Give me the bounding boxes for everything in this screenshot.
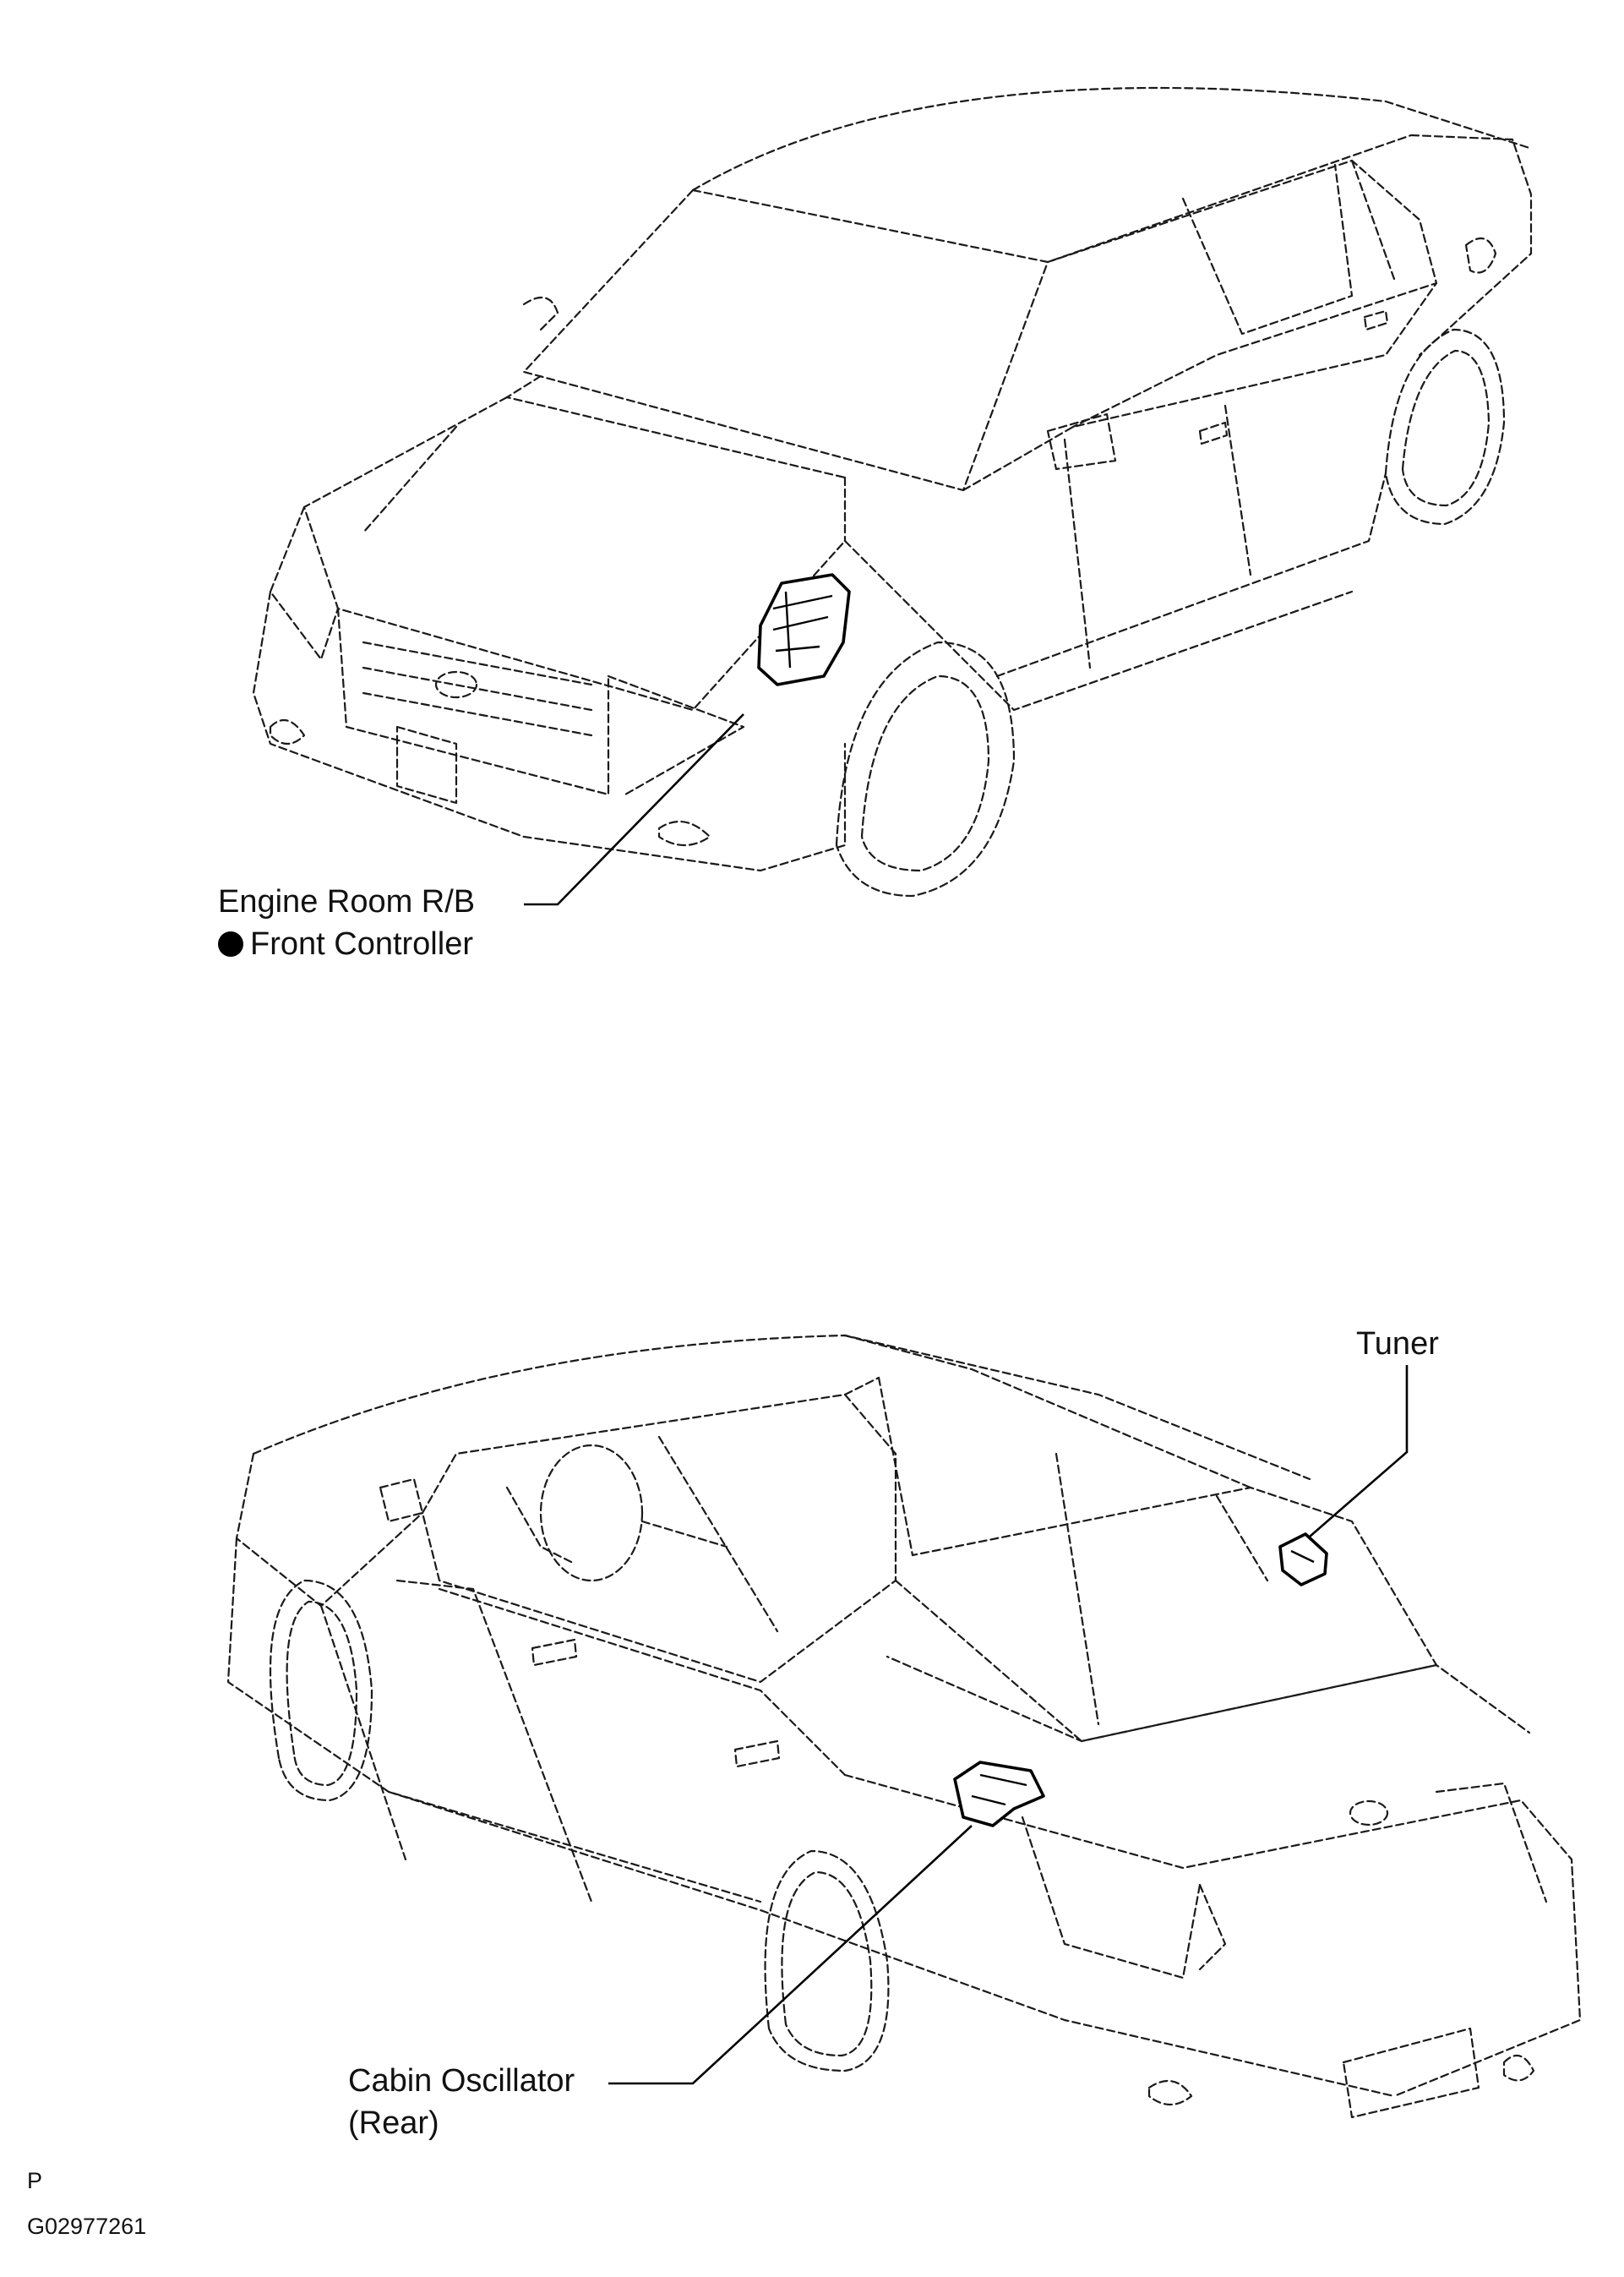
tuner-leader: [1309, 1365, 1409, 1537]
engine-room-rb-part: [757, 573, 851, 686]
front-view-car: [252, 86, 1533, 898]
rear-view-car: [226, 1334, 1582, 2119]
cabin-oscillator-label: Cabin Oscillator: [348, 2063, 575, 2099]
engine-room-rb-label: Engine Room R/B: [218, 884, 476, 920]
tuner-label: Tuner: [1356, 1326, 1439, 1362]
engine-room-rb-leader: [524, 713, 744, 906]
tuner-part: [1278, 1532, 1328, 1586]
figure-id: G02977261: [27, 2214, 147, 2239]
code-letter: P: [27, 2168, 43, 2193]
front-controller-text: Front Controller: [250, 926, 473, 962]
cabin-oscillator-leader: [608, 1825, 973, 2085]
bullet-icon: [218, 931, 243, 957]
cabin-oscillator-rear-label: (Rear): [348, 2105, 439, 2141]
cabin-oscillator-part: [953, 1761, 1045, 1827]
front-controller-label: Front Controller: [218, 922, 473, 966]
